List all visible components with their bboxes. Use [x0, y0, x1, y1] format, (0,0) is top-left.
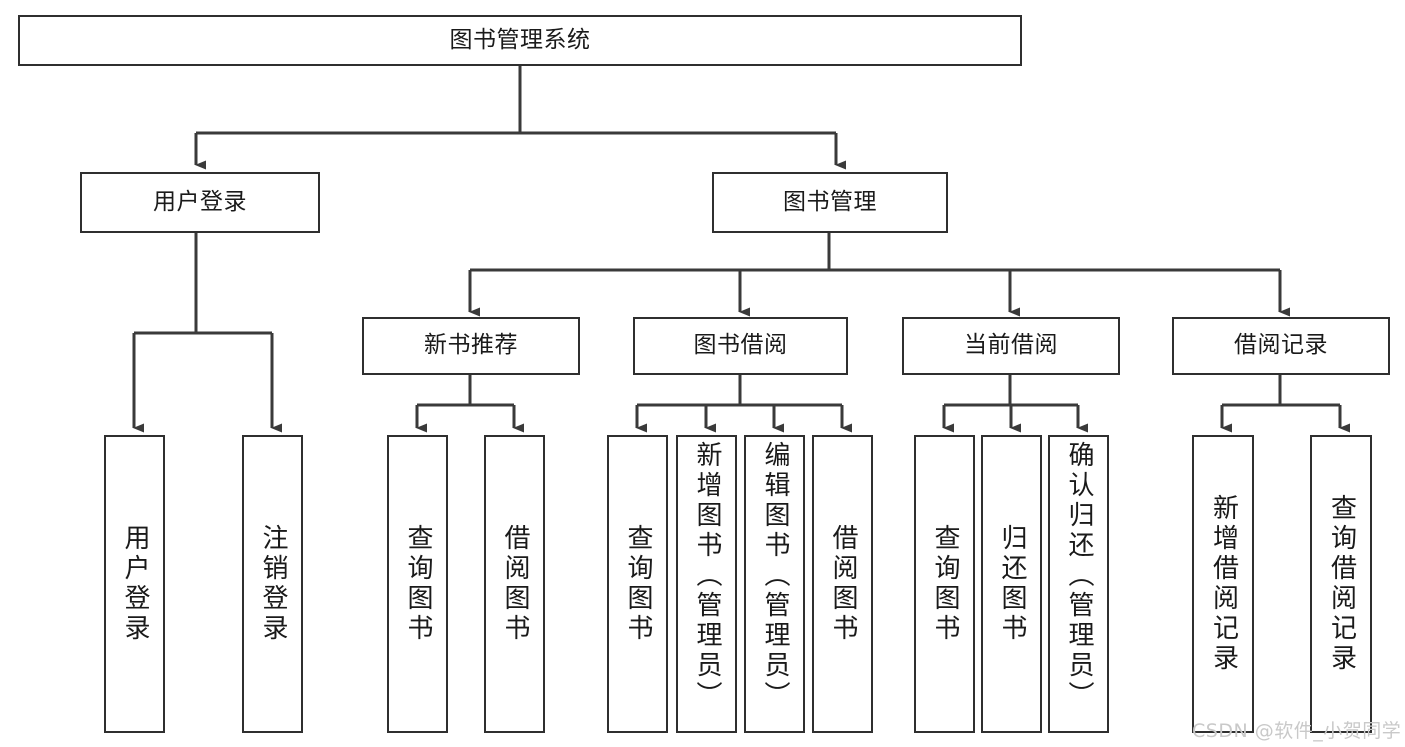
node-leaf-add-record[interactable]: 新增借阅记录: [1192, 435, 1254, 733]
node-new-book-recommend[interactable]: 新书推荐: [362, 317, 580, 375]
node-leaf-confirm-return-label: 确认归还（管理员）: [1064, 441, 1095, 711]
node-book-manage[interactable]: 图书管理: [712, 172, 948, 233]
node-leaf-query-book-2[interactable]: 查询图书: [607, 435, 668, 733]
node-leaf-user-login-label: 用户登录: [120, 524, 151, 644]
node-root[interactable]: 图书管理系统: [18, 15, 1022, 66]
node-leaf-edit-book[interactable]: 编辑图书（管理员）: [744, 435, 805, 733]
node-leaf-logout[interactable]: 注销登录: [242, 435, 303, 733]
node-leaf-borrow-book-1-label: 借阅图书: [500, 524, 531, 644]
node-leaf-query-book-2-label: 查询图书: [623, 524, 654, 644]
node-leaf-query-book-3-label: 查询图书: [930, 524, 961, 644]
node-current-borrow-label: 当前借阅: [964, 332, 1058, 359]
node-leaf-query-record[interactable]: 查询借阅记录: [1310, 435, 1372, 733]
node-user-login-label: 用户登录: [153, 188, 247, 215]
node-leaf-query-book-1-label: 查询图书: [403, 524, 434, 644]
node-leaf-borrow-book-1[interactable]: 借阅图书: [484, 435, 545, 733]
node-leaf-return-book[interactable]: 归还图书: [981, 435, 1042, 733]
node-leaf-borrow-book-2-label: 借阅图书: [828, 524, 859, 644]
node-current-borrow[interactable]: 当前借阅: [902, 317, 1120, 375]
node-user-login[interactable]: 用户登录: [80, 172, 320, 233]
node-leaf-add-record-label: 新增借阅记录: [1208, 494, 1239, 674]
node-leaf-add-book[interactable]: 新增图书（管理员）: [676, 435, 737, 733]
node-root-label: 图书管理系统: [449, 26, 591, 53]
node-leaf-edit-book-label: 编辑图书（管理员）: [760, 441, 791, 711]
node-leaf-logout-label: 注销登录: [258, 524, 289, 644]
node-leaf-confirm-return[interactable]: 确认归还（管理员）: [1048, 435, 1109, 733]
node-borrow-record[interactable]: 借阅记录: [1172, 317, 1390, 375]
node-book-borrow[interactable]: 图书借阅: [633, 317, 848, 375]
node-book-manage-label: 图书管理: [783, 188, 877, 215]
node-leaf-add-book-label: 新增图书（管理员）: [692, 441, 723, 711]
node-new-book-recommend-label: 新书推荐: [424, 332, 518, 359]
node-book-borrow-label: 图书借阅: [693, 332, 788, 359]
node-leaf-query-book-3[interactable]: 查询图书: [914, 435, 975, 733]
node-leaf-borrow-book-2[interactable]: 借阅图书: [812, 435, 873, 733]
node-leaf-return-book-label: 归还图书: [997, 524, 1028, 644]
node-leaf-user-login[interactable]: 用户登录: [104, 435, 165, 733]
node-leaf-query-record-label: 查询借阅记录: [1326, 494, 1357, 674]
node-borrow-record-label: 借阅记录: [1234, 332, 1328, 359]
node-leaf-query-book-1[interactable]: 查询图书: [387, 435, 448, 733]
